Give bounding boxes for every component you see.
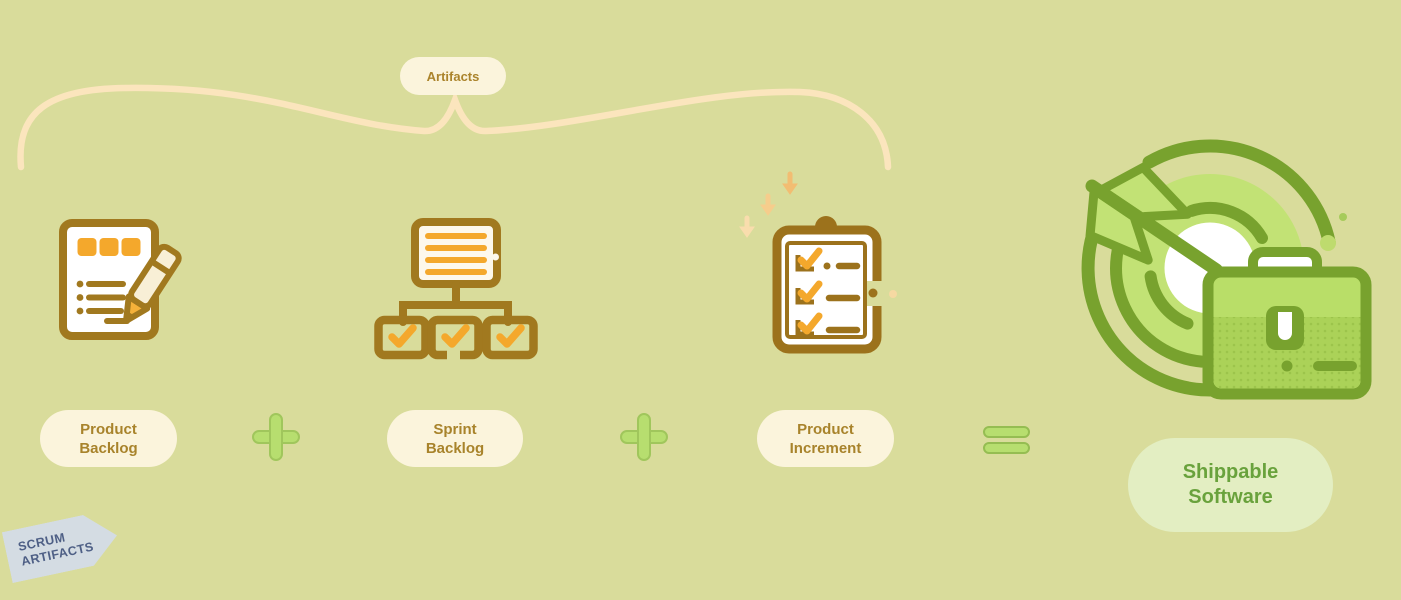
- product-backlog-label: Product Backlog: [40, 410, 177, 467]
- shippable-software-label: Shippable Software: [1128, 438, 1333, 532]
- sprint-backlog-icon: [374, 218, 538, 360]
- plus-operator: [252, 413, 300, 461]
- briefcase-icon: [1202, 247, 1372, 400]
- equals-operator: [981, 425, 1031, 456]
- artifacts-badge: Artifacts: [400, 57, 506, 95]
- artifacts-brace: [17, 84, 897, 298]
- dart-arrow-icon: [1085, 162, 1223, 277]
- pencil-icon: [123, 243, 182, 324]
- product-increment-icon: [772, 216, 882, 354]
- artifacts-badge-label: Artifacts: [426, 68, 480, 84]
- dot-decoration-small: [1339, 213, 1347, 221]
- product-increment-label: Product Increment: [757, 410, 894, 467]
- down-arrows-decoration: [739, 171, 798, 238]
- brace-dot-decoration: [889, 290, 897, 298]
- product-backlog-icon: [59, 219, 182, 340]
- sprint-backlog-label: Sprint Backlog: [387, 410, 523, 467]
- dot-decoration-large: [1320, 235, 1336, 251]
- plus-operator: [620, 413, 668, 461]
- shippable-software-icon: [1081, 139, 1372, 400]
